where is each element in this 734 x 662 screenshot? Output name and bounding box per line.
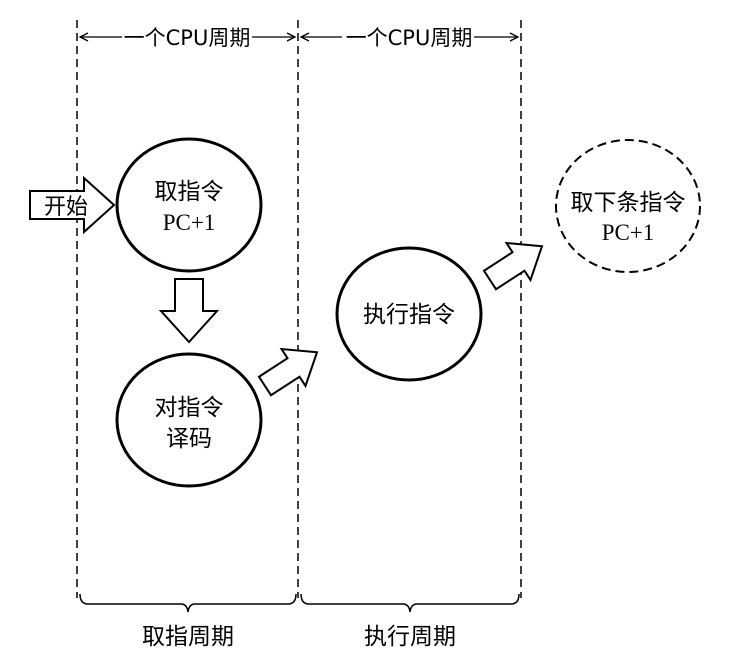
top-cycle-label-2: 一个CPU周期	[346, 26, 473, 50]
fetch-circle	[115, 137, 263, 273]
decode-to-execute-arrow	[257, 347, 319, 397]
decode-circle	[115, 352, 263, 488]
execute-line1: 执行指令	[363, 302, 455, 328]
bottom-brace-execute	[300, 593, 520, 613]
bottom-brace-fetch	[79, 593, 297, 613]
fetch-line1: 取指令	[155, 179, 224, 205]
execute-to-next-arrow	[482, 241, 544, 291]
execute-cycle-label: 执行周期	[364, 624, 456, 650]
next-line2: PC+1	[602, 220, 655, 245]
fetch-line2: PC+1	[163, 210, 216, 235]
next-instruction-node: 取下条指令 PC+1	[555, 139, 701, 273]
top-dimension-1: 一个CPU周期	[78, 26, 297, 50]
fetch-cycle-label: 取指周期	[142, 624, 234, 650]
next-instruction-circle	[555, 139, 701, 273]
cycle-boundaries	[76, 20, 522, 598]
start-arrow: 开始	[29, 175, 116, 235]
top-cycle-label-1: 一个CPU周期	[124, 26, 251, 50]
decode-line1: 对指令	[155, 395, 224, 421]
execute-circle	[335, 246, 483, 382]
fetch-to-decode-arrow	[158, 278, 220, 344]
decode-line2: 译码	[166, 426, 212, 452]
decode-node: 对指令 译码	[115, 352, 263, 488]
start-arrow-shape	[29, 175, 116, 235]
execute-node: 执行指令	[335, 246, 483, 382]
start-label: 开始	[44, 195, 88, 220]
fetch-node: 取指令 PC+1	[115, 137, 263, 273]
next-line1: 取下条指令	[571, 190, 686, 216]
top-dimension-2: 一个CPU周期	[299, 26, 520, 50]
